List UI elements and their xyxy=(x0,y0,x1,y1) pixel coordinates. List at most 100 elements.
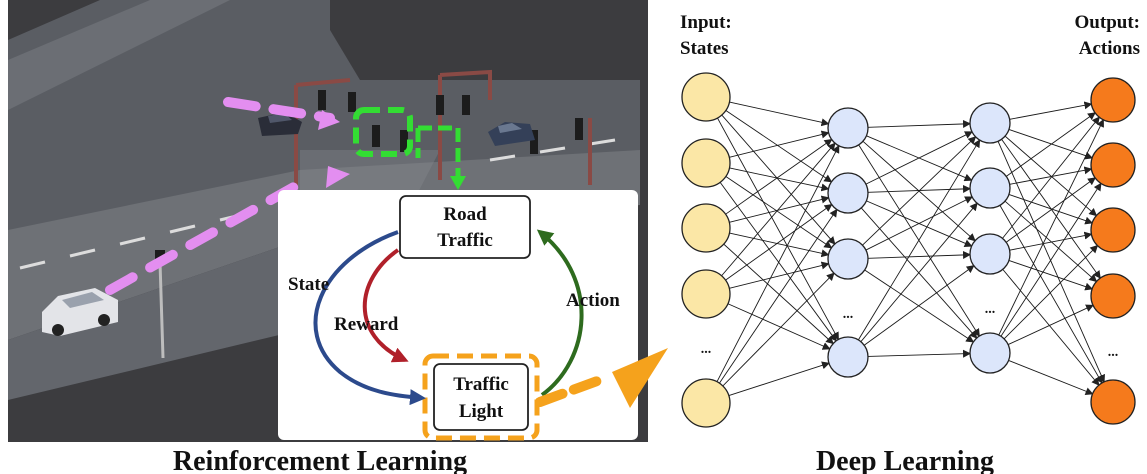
nn-connection xyxy=(729,261,830,289)
nn-connection xyxy=(867,119,972,128)
hidden1-node xyxy=(827,336,869,378)
reward-label: Reward xyxy=(334,314,399,335)
nn-connection xyxy=(1008,359,1094,395)
input-node xyxy=(681,269,731,319)
nn-connection xyxy=(1008,129,1094,160)
nn-connection xyxy=(729,232,830,258)
agent-label-line1: Traffic xyxy=(453,374,509,395)
nn-connection xyxy=(721,114,836,245)
nn-connection xyxy=(857,139,981,341)
nn-connection xyxy=(998,118,1104,336)
nn-connection xyxy=(717,117,839,341)
nn-connection xyxy=(867,184,972,193)
road-lane xyxy=(8,0,230,110)
nn-connection xyxy=(997,141,1105,383)
output-header-line1: Output: xyxy=(1075,12,1140,33)
nn-connection xyxy=(727,303,831,350)
road-lane-lower xyxy=(8,240,300,400)
signal-pole xyxy=(158,261,165,359)
nn-connection xyxy=(863,265,975,346)
nn-connection xyxy=(1005,177,1096,243)
signal-highlight-arrowhead xyxy=(450,176,466,190)
nn-connection xyxy=(1004,200,1098,283)
nn-connection xyxy=(729,101,830,127)
nn-connection xyxy=(1008,260,1094,291)
hidden1-node xyxy=(827,107,869,149)
hidden1-node xyxy=(827,172,869,214)
dl-caption: Deep Learning xyxy=(816,446,994,474)
nn-connection xyxy=(719,182,837,342)
nn-connection xyxy=(725,176,833,249)
agent-to-network-link xyxy=(535,375,605,407)
nn-connection xyxy=(1002,269,1100,386)
output-ellipsis: ... xyxy=(1108,345,1119,360)
nn-connection xyxy=(725,204,833,281)
nn-connection xyxy=(1002,116,1100,239)
hidden2-node xyxy=(969,102,1011,144)
nn-connection xyxy=(729,167,830,192)
nn-connection xyxy=(1006,112,1096,177)
nn-connection xyxy=(860,202,978,342)
input-node xyxy=(681,203,731,253)
signal-highlight-box xyxy=(353,107,413,157)
nn-connection xyxy=(716,144,840,382)
nn-connection xyxy=(867,250,972,259)
nn-nodes xyxy=(681,72,1136,428)
nn-connection xyxy=(719,208,838,384)
rl-panel-background xyxy=(278,190,638,440)
nn-connection xyxy=(1004,135,1098,217)
hidden2-node xyxy=(969,332,1011,374)
nn-connection xyxy=(1000,182,1102,337)
hidden2-node xyxy=(969,167,1011,209)
signal-heads xyxy=(155,90,583,262)
nn-connection xyxy=(865,196,974,251)
nn-connection xyxy=(862,136,977,246)
signal-highlight-path xyxy=(415,125,461,178)
neural-network: ... ... ... ... Input: States Output: Ac… xyxy=(680,12,1140,428)
environment-box xyxy=(399,195,531,259)
car-silver xyxy=(42,288,118,336)
agent-box xyxy=(433,363,529,431)
output-header-line2: Actions xyxy=(1079,38,1140,59)
nn-connection xyxy=(1003,244,1099,340)
agent-label-line2: Light xyxy=(459,401,504,422)
nn-connection xyxy=(999,205,1103,384)
nn-connection xyxy=(865,131,973,185)
hidden1-node xyxy=(827,238,869,280)
output-node xyxy=(1090,273,1136,319)
input-ellipsis: ... xyxy=(701,342,712,357)
trajectory-arrowhead xyxy=(318,110,340,130)
hidden2-node xyxy=(969,233,1011,275)
hidden1-ellipsis: ... xyxy=(843,307,854,322)
output-node xyxy=(1090,379,1136,425)
nn-connection xyxy=(1009,101,1093,120)
input-node xyxy=(681,378,731,428)
nn-connection xyxy=(729,130,830,158)
nn-connection xyxy=(721,142,836,277)
nn-connection xyxy=(729,195,830,223)
rl-loop-panel: Road Traffic Traffic Light State Reward … xyxy=(278,190,668,441)
hidden2-ellipsis: ... xyxy=(985,302,996,317)
input-header-line1: Input: xyxy=(680,12,732,33)
nn-connection xyxy=(1009,231,1093,251)
nn-connection xyxy=(725,138,833,215)
environment-label-line2: Traffic xyxy=(437,230,493,251)
nn-connection xyxy=(1009,166,1093,185)
input-header-line2: States xyxy=(680,38,729,59)
nn-connection xyxy=(723,243,834,345)
nn-connection xyxy=(725,110,833,183)
nn-ellipses: ... ... ... ... xyxy=(701,302,1119,360)
nn-connection xyxy=(867,349,972,358)
rl-caption: Reinforcement Learning xyxy=(173,446,467,474)
nn-connection xyxy=(722,272,835,387)
vehicle-trajectory xyxy=(105,97,335,295)
action-arrow xyxy=(536,229,584,397)
car-blue xyxy=(488,122,535,146)
output-node xyxy=(1090,207,1136,253)
nn-connection xyxy=(728,361,830,397)
state-arrow xyxy=(313,230,426,406)
nn-connection xyxy=(1008,194,1094,225)
output-node xyxy=(1090,142,1136,188)
